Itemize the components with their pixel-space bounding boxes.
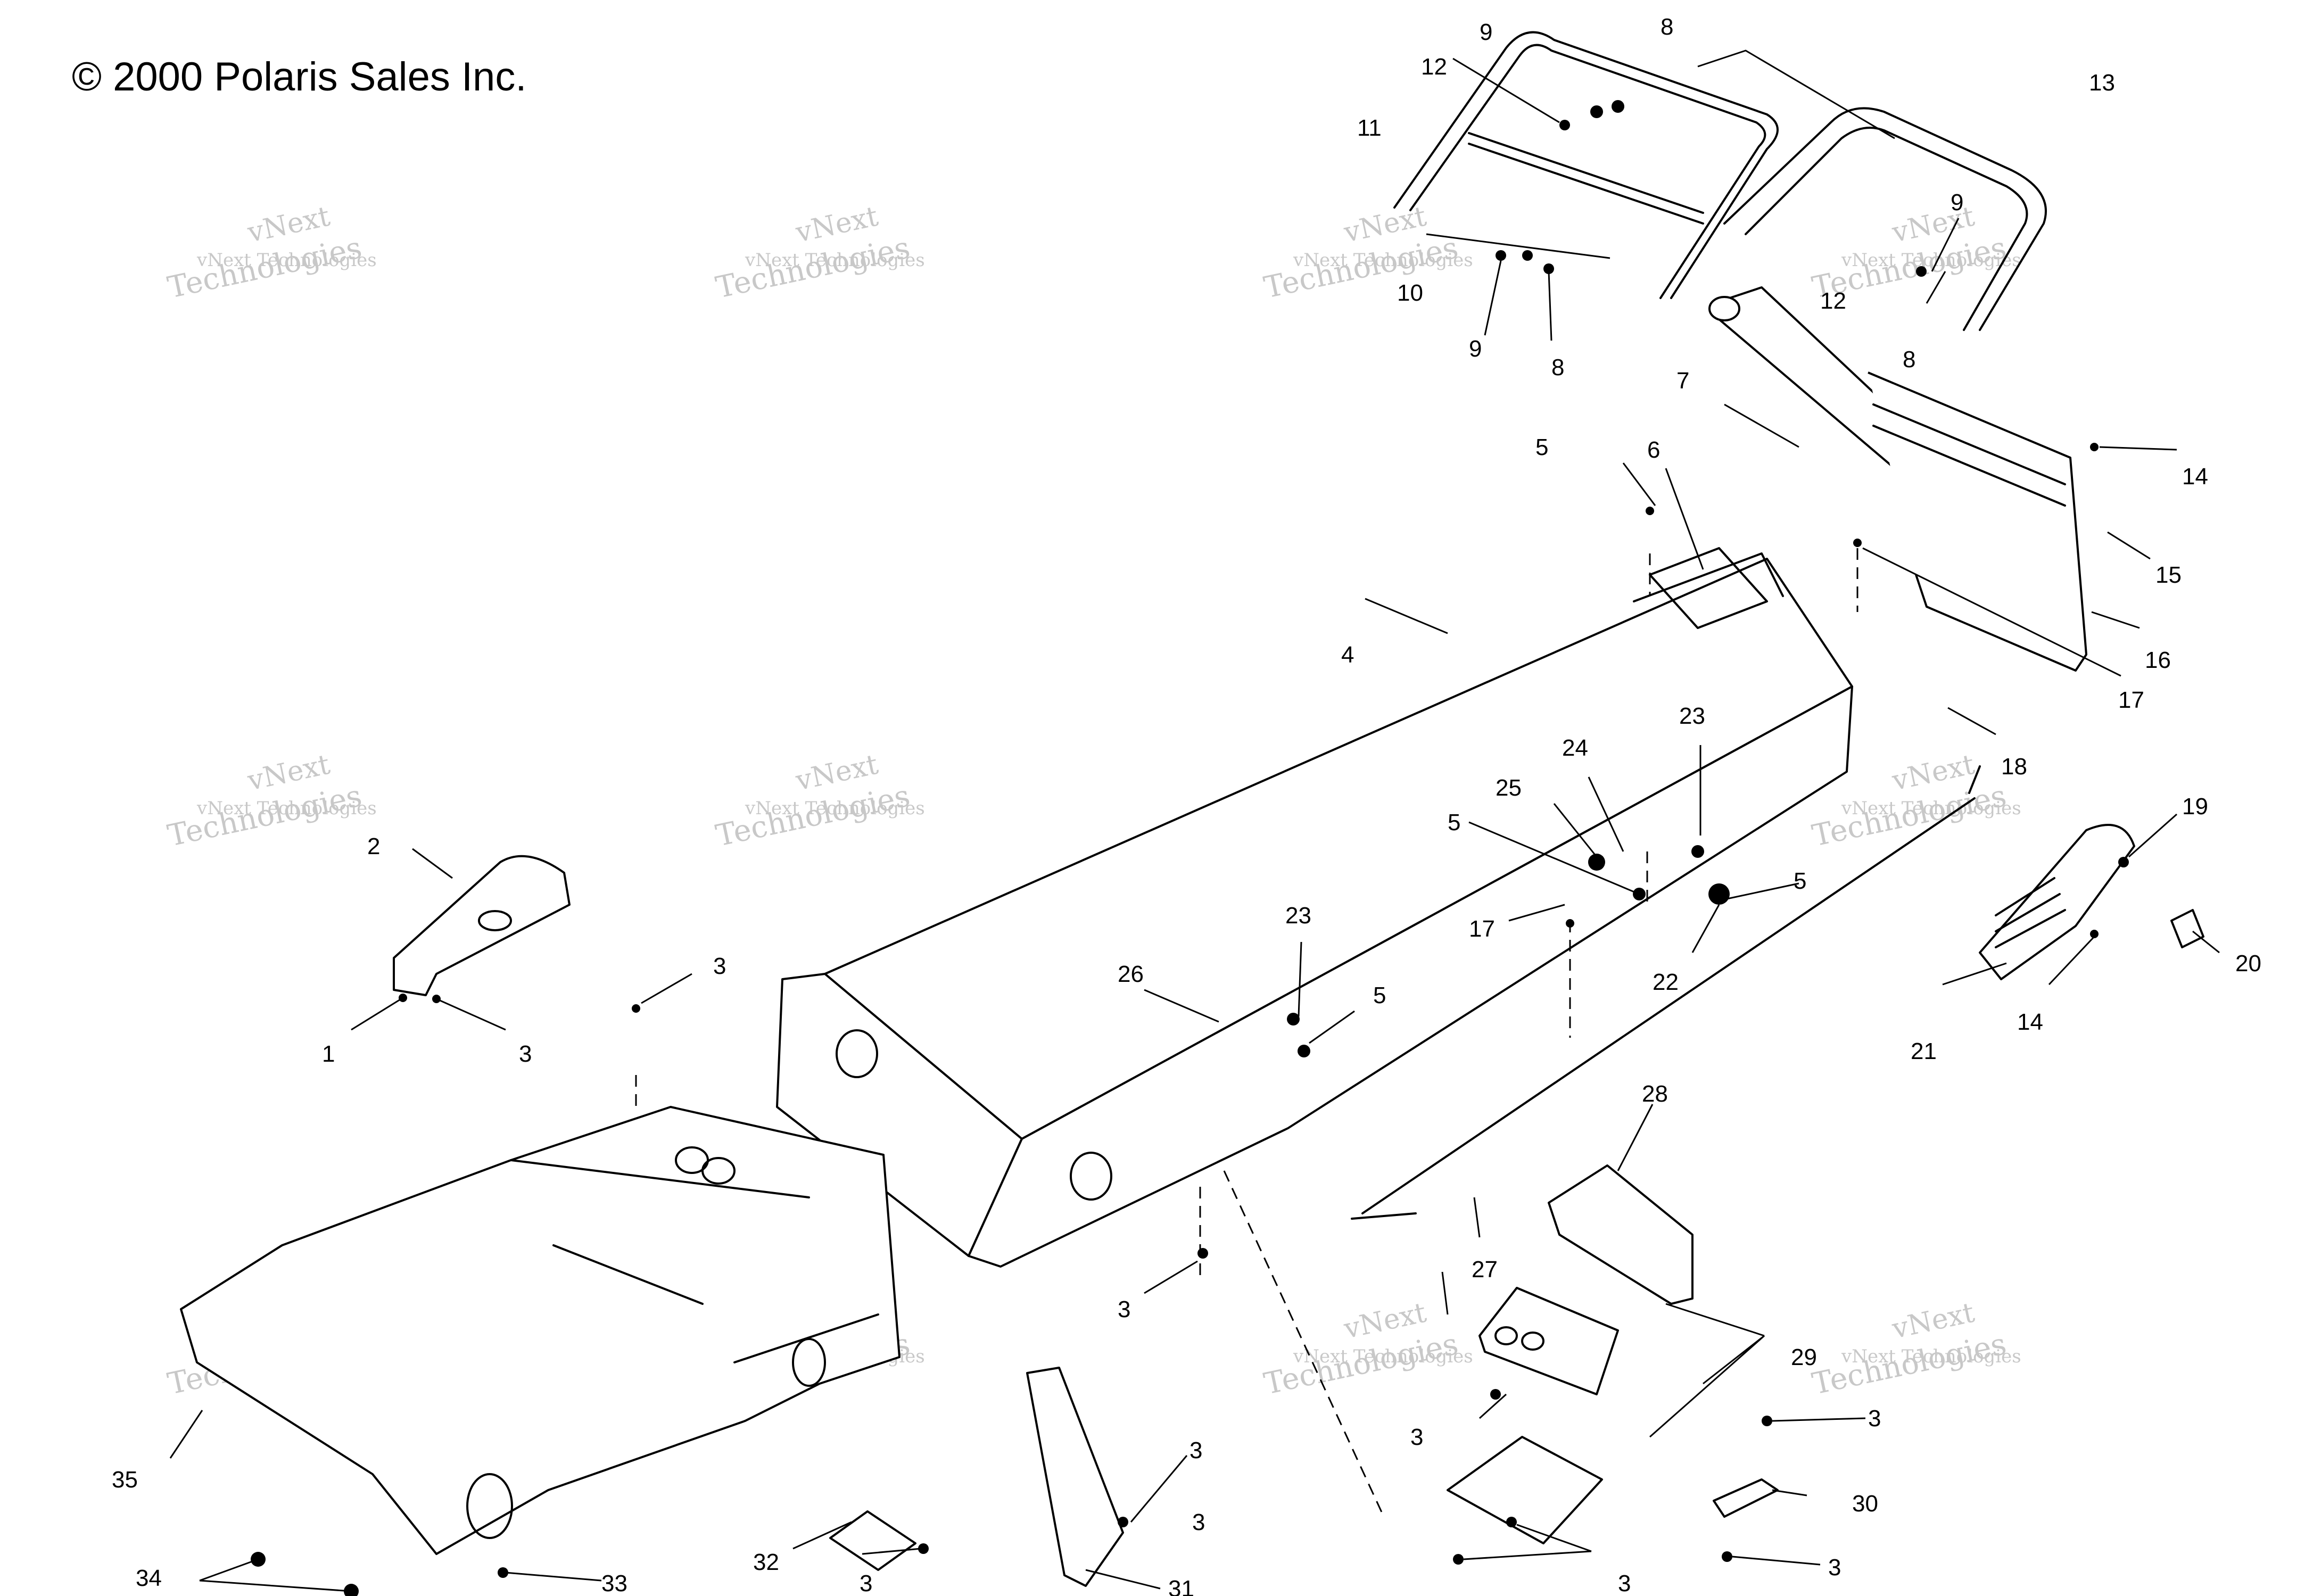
callout-29: 29 — [1791, 1344, 1817, 1370]
leader-lines — [169, 49, 2220, 1592]
mount-plate — [1478, 1287, 1619, 1395]
callout-22: 22 — [1653, 969, 1679, 995]
callout-5: 5 — [1794, 868, 1806, 894]
callout-17: 17 — [1469, 916, 1495, 942]
callout-3: 3 — [1189, 1437, 1202, 1463]
side-bracket — [1026, 1367, 1124, 1587]
callout-32: 32 — [753, 1549, 779, 1575]
bracket — [393, 855, 571, 996]
small-bracket — [829, 1510, 916, 1571]
callout-23: 23 — [1285, 903, 1311, 929]
callout-15: 15 — [2155, 562, 2182, 588]
callout-4: 4 — [1341, 642, 1354, 668]
callout-5: 5 — [1373, 982, 1386, 1008]
callout-16: 16 — [2145, 647, 2171, 673]
callout-3: 3 — [713, 953, 726, 979]
callout-7: 7 — [1676, 368, 1689, 394]
callout-3: 3 — [519, 1041, 532, 1067]
callout-3: 3 — [1618, 1570, 1631, 1596]
watermark-text: vNext Technologies — [1841, 250, 2021, 271]
callout-28: 28 — [1642, 1081, 1668, 1107]
watermark-text: vNext Technologies — [1841, 798, 2021, 819]
callout-31: 31 — [1168, 1576, 1194, 1596]
rear-light-housing — [1979, 824, 2135, 980]
callout-9: 9 — [1469, 336, 1482, 362]
callout-9: 9 — [1480, 19, 1492, 45]
watermark-text: vNext Technologies — [196, 250, 377, 271]
callout-3: 3 — [1410, 1424, 1423, 1450]
watermark-text: vNext Technologies — [1293, 250, 1473, 271]
watermark: vNext Technologies vNext Technologies — [1261, 1297, 1473, 1402]
heat-shield — [1548, 1164, 1694, 1305]
callout-13: 13 — [2089, 70, 2115, 96]
callout-35: 35 — [112, 1467, 138, 1493]
callout-11: 11 — [1357, 115, 1382, 141]
callout-14: 14 — [2017, 1009, 2043, 1035]
callout-3: 3 — [1868, 1405, 1881, 1432]
watermark-text: vNext Technologies — [745, 798, 925, 819]
front-bulkhead — [180, 1106, 901, 1555]
watermark: vNext Technologies vNext Technologies — [164, 749, 376, 854]
callout-9: 9 — [1951, 189, 1963, 216]
watermark: vNext Technologies vNext Technologies — [713, 749, 924, 854]
callout-1: 1 — [322, 1041, 335, 1067]
callout-12: 12 — [1421, 54, 1447, 80]
watermark: vNext Technologies vNext Technologies — [1261, 201, 1473, 305]
callout-18: 18 — [2001, 754, 2027, 780]
callout-8: 8 — [1903, 346, 1915, 373]
callout-3: 3 — [1828, 1554, 1841, 1581]
rear-bumper — [1723, 107, 2047, 331]
watermark-text: vNext Technologies — [745, 250, 925, 271]
callout-19: 19 — [2182, 793, 2208, 820]
callout-25: 25 — [1496, 775, 1522, 801]
watermark-text: vNext Technologies — [196, 798, 377, 819]
watermark-text: vNext Technologies — [1293, 1346, 1473, 1367]
callout-27: 27 — [1472, 1256, 1498, 1283]
callout-21: 21 — [1911, 1038, 1937, 1064]
watermark: vNext Technologies vNext Technologies — [713, 201, 924, 305]
copyright-notice: © 2000 Polaris Sales Inc. — [72, 54, 526, 100]
fasteners — [251, 100, 2129, 1596]
callout-labels: 1 2 3 3 3 3 3 3 3 3 3 3 4 5 5 5 5 6 7 8 … — [112, 14, 2261, 1596]
heat-exchanger — [1351, 765, 1981, 1220]
callout-3: 3 — [1118, 1296, 1130, 1322]
callout-14: 14 — [2182, 464, 2208, 490]
callout-26: 26 — [1118, 961, 1144, 987]
callout-3: 3 — [1192, 1509, 1205, 1535]
watermark: vNext Technologies vNext Technologies — [164, 201, 376, 305]
callout-2: 2 — [367, 833, 380, 859]
callout-12: 12 — [1820, 288, 1846, 314]
callout-5: 5 — [1448, 809, 1460, 836]
reflector — [2170, 909, 2204, 948]
callout-3: 3 — [860, 1570, 872, 1596]
assembly-line — [635, 548, 1858, 1517]
callout-20: 20 — [2235, 950, 2261, 977]
callout-34: 34 — [136, 1565, 162, 1591]
snow-flap — [1868, 371, 2087, 672]
callout-8: 8 — [1551, 354, 1564, 381]
callout-5: 5 — [1535, 434, 1548, 460]
tunnel — [776, 547, 1853, 1268]
watermark: vNext Technologies vNext Technologies — [1809, 1297, 2021, 1402]
watermark-text: vNext Technologies — [1841, 1346, 2021, 1367]
callout-24: 24 — [1562, 735, 1588, 761]
rear-grab-bar — [1393, 31, 1779, 299]
callout-10: 10 — [1397, 280, 1423, 306]
callout-30: 30 — [1852, 1491, 1878, 1517]
callout-17: 17 — [2118, 687, 2144, 713]
callout-6: 6 — [1647, 437, 1660, 463]
callout-23: 23 — [1679, 703, 1705, 729]
callout-8: 8 — [1661, 14, 1673, 40]
strap — [1713, 1478, 1779, 1518]
callout-33: 33 — [601, 1570, 627, 1596]
